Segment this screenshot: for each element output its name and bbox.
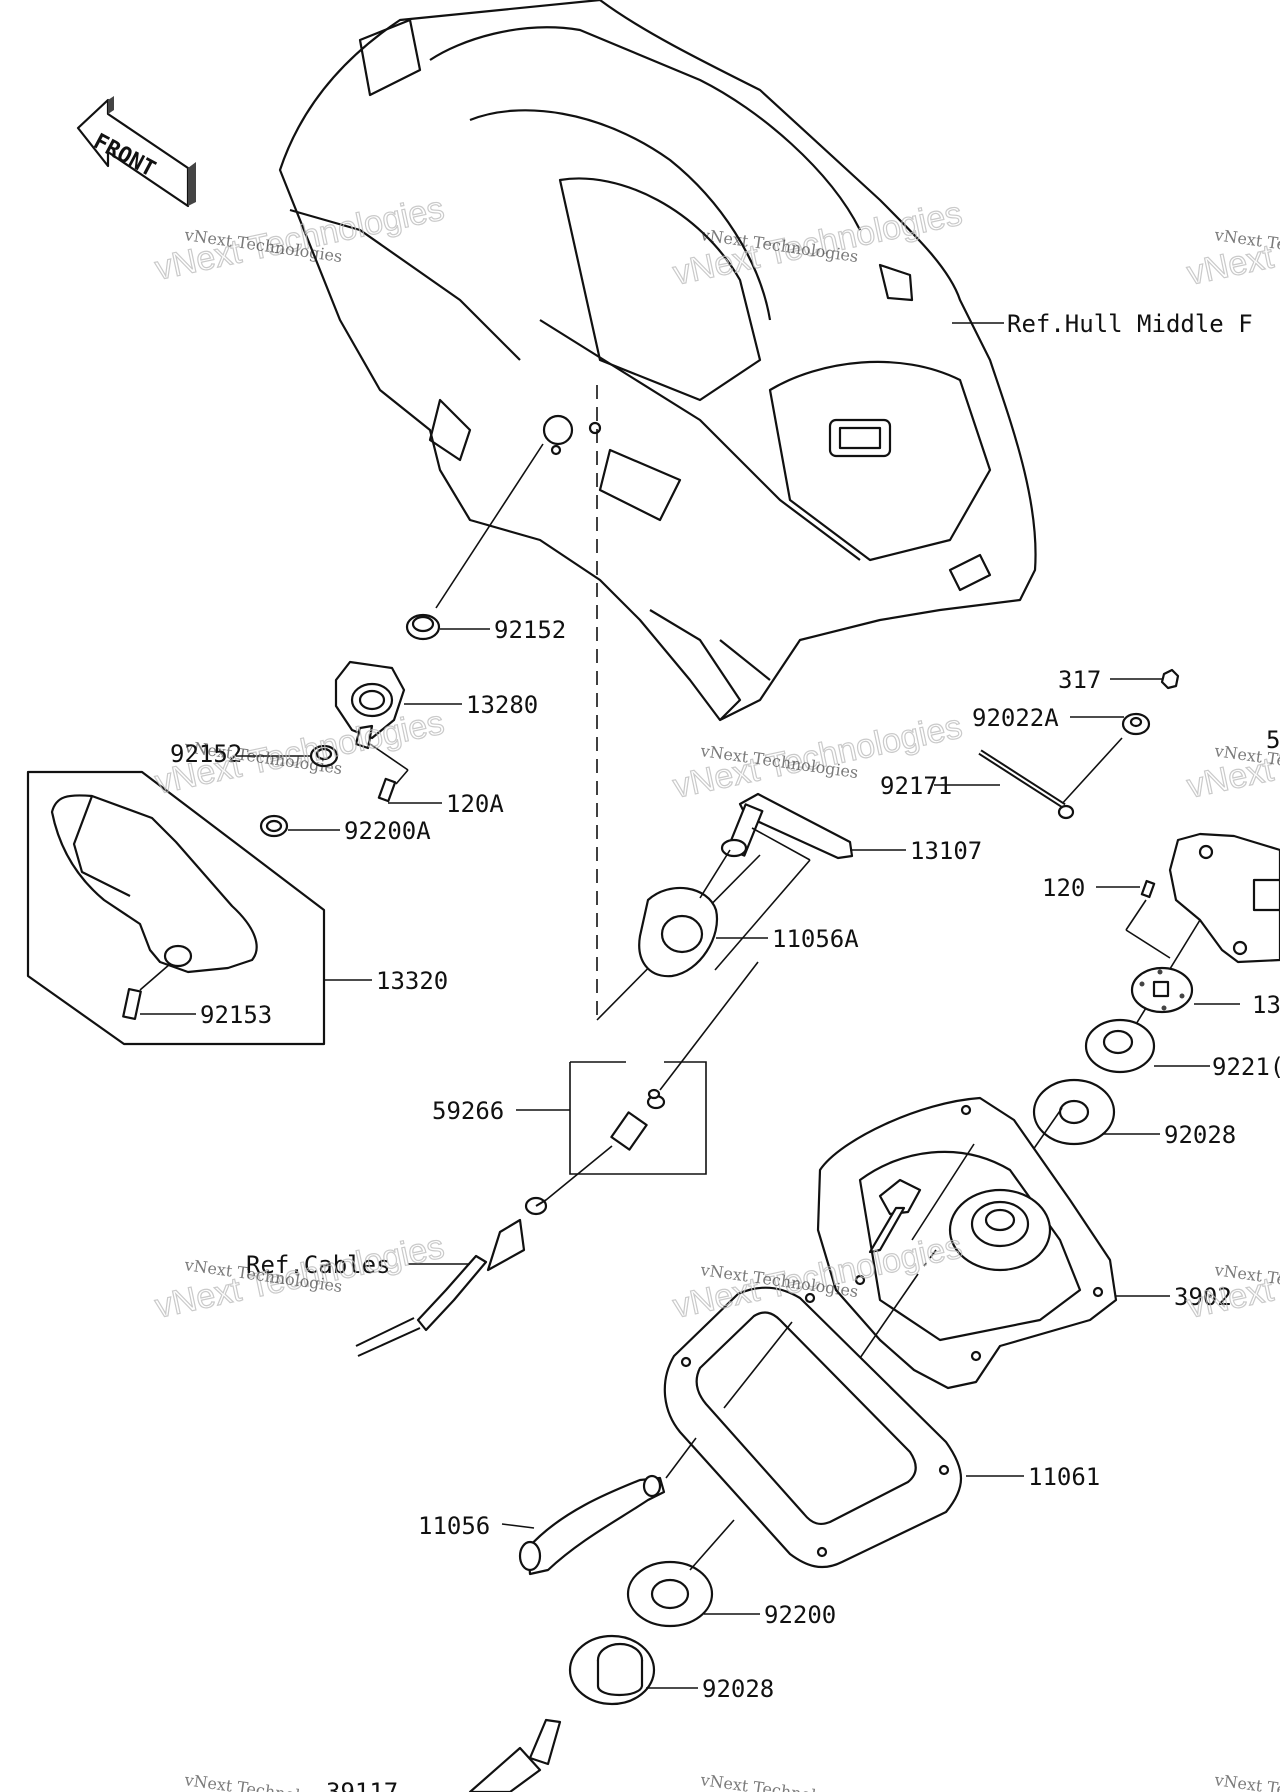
part-120: 120 xyxy=(1042,874,1171,959)
label-120A: 120A xyxy=(446,790,504,818)
part-13320-inset: 13320 92153 xyxy=(26,770,448,1046)
cables-reference-label: Ref.Cables xyxy=(246,1251,391,1279)
label-92200A: 92200A xyxy=(344,817,431,845)
part-bracket-right xyxy=(1113,832,1280,1061)
part-92152-top: 92152 xyxy=(405,443,566,644)
part-9221-partial: 9221( xyxy=(1084,1018,1280,1081)
label-92022A: 92022A xyxy=(972,704,1059,732)
watermark-small-12: vNext Technologies xyxy=(1212,1770,1280,1792)
label-92152-left: 92152 xyxy=(170,740,242,768)
label-13280: 13280 xyxy=(466,691,538,719)
part-59266: 59266 xyxy=(432,961,759,1201)
label-13-partial: 13 xyxy=(1252,991,1280,1019)
label-9221-partial: 9221( xyxy=(1212,1053,1280,1081)
part-13-partial: 13 xyxy=(1130,966,1280,1019)
label-59266: 59266 xyxy=(432,1097,504,1125)
label-317: 317 xyxy=(1058,666,1101,694)
part-39117-partial: 39117 xyxy=(326,1718,562,1792)
watermark-small-10: vNext Technologies xyxy=(182,1770,343,1792)
part-92152-left: 92152 xyxy=(170,740,339,768)
label-92153: 92153 xyxy=(200,1001,272,1029)
hull-middle xyxy=(278,0,1037,722)
part-92200A: 92200A xyxy=(259,814,431,845)
label-92171: 92171 xyxy=(880,772,952,800)
part-120A: 120A xyxy=(377,777,504,818)
part-13280: 13280 xyxy=(334,660,538,785)
part-92153: 92153 xyxy=(122,987,272,1029)
watermark-small-11: vNext Technologies xyxy=(698,1770,859,1792)
part-3902: 3902 xyxy=(779,1096,1232,1475)
part-92200: 92200 xyxy=(626,1519,836,1629)
label-39117-partial: 39117 xyxy=(326,1778,398,1792)
label-13107: 13107 xyxy=(910,837,982,865)
cable-assembly: Ref.Cables xyxy=(246,1196,548,1357)
label-92152-top: 92152 xyxy=(494,616,566,644)
label-92028-bottom: 92028 xyxy=(702,1675,774,1703)
front-arrow-icon: FRONT xyxy=(76,96,196,208)
label-3902-partial: 3902 xyxy=(1174,1283,1232,1311)
part-13107: 13107 xyxy=(714,792,982,971)
part-92171: 92171 xyxy=(880,749,1075,820)
label-92028-right: 92028 xyxy=(1164,1121,1236,1149)
label-5-partial: 5 xyxy=(1266,726,1280,754)
label-13320: 13320 xyxy=(376,967,448,995)
part-92028-right: 92028 xyxy=(989,1078,1236,1213)
part-92022A: 92022A xyxy=(972,704,1151,807)
label-11056: 11056 xyxy=(418,1512,490,1540)
part-11056: 11056 xyxy=(418,1437,697,1576)
part-11061: 11061 xyxy=(663,1286,1100,1569)
label-11056A: 11056A xyxy=(772,925,859,953)
part-317: 317 xyxy=(1058,666,1180,694)
hull-reference-label: Ref.Hull Middle F xyxy=(1007,310,1253,338)
part-11056A: 11056A xyxy=(638,849,859,978)
label-11061: 11061 xyxy=(1028,1463,1100,1491)
label-92200: 92200 xyxy=(764,1601,836,1629)
part-92028-bottom: 92028 xyxy=(568,1634,774,1706)
label-120: 120 xyxy=(1042,874,1085,902)
